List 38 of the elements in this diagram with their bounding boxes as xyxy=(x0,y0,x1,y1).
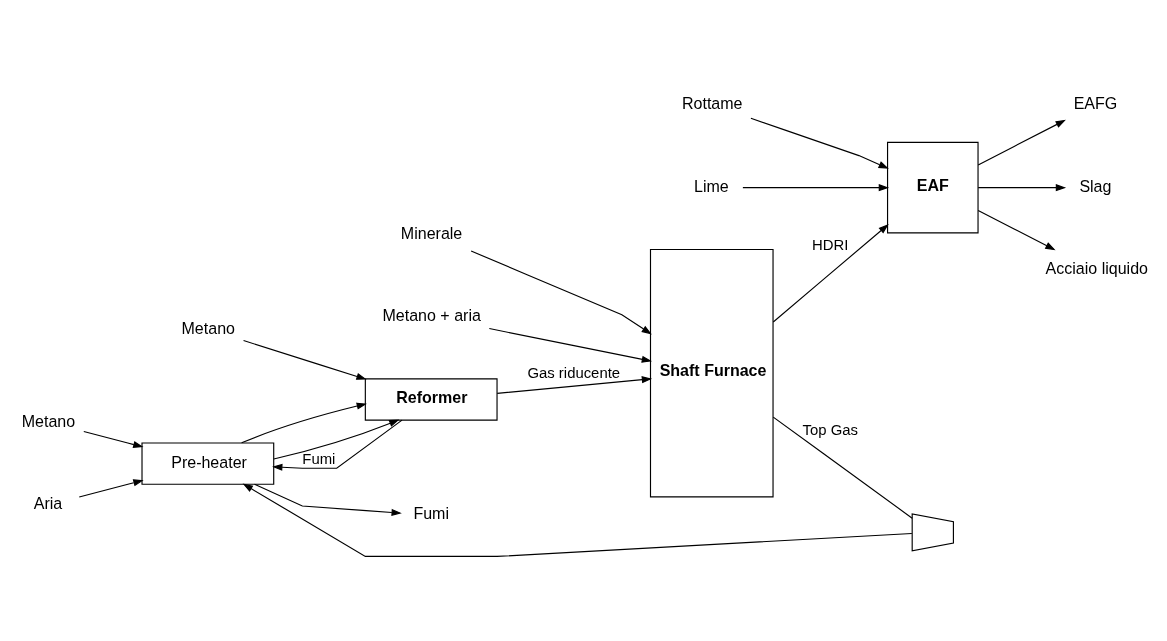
node-text: Lime xyxy=(694,176,729,195)
connector xyxy=(772,416,913,519)
node-text: Metano + aria xyxy=(382,306,481,325)
arrow xyxy=(78,479,144,498)
node-text: EAFG xyxy=(1073,94,1118,113)
edge-label: Top Gas xyxy=(802,422,858,439)
edge-label: Gas riducente xyxy=(527,365,621,382)
node-box: Shaft Furnace xyxy=(649,248,774,498)
node-box: EAF xyxy=(887,141,979,234)
node-text: Slag xyxy=(1079,176,1112,195)
node-text: Minerale xyxy=(400,223,463,242)
arrow xyxy=(470,250,652,335)
arrow xyxy=(977,119,1066,166)
node-trapezoid xyxy=(911,513,954,552)
arrow xyxy=(488,327,653,363)
node-text: Metano xyxy=(21,411,76,430)
node-box: Pre-heater xyxy=(141,442,275,485)
node-text: Rottame xyxy=(681,94,743,113)
arrow xyxy=(273,419,400,460)
edge-label: HDRI xyxy=(812,236,849,253)
arrow xyxy=(272,419,403,471)
arrow xyxy=(242,340,367,380)
arrow xyxy=(496,376,653,394)
arrow xyxy=(772,224,889,323)
arrow xyxy=(83,430,144,448)
arrow xyxy=(254,483,402,517)
arrow xyxy=(750,117,889,169)
edge-label: Fumi xyxy=(302,451,336,468)
arrow xyxy=(977,209,1056,251)
arrow xyxy=(977,184,1067,192)
node-text: Acciaio liquido xyxy=(1045,259,1148,278)
arrow xyxy=(241,402,367,444)
node-text: Fumi xyxy=(413,504,450,523)
arrow xyxy=(242,483,913,557)
arrow xyxy=(742,184,890,192)
node-text: Metano xyxy=(181,318,235,337)
node-box: Reformer xyxy=(364,378,498,421)
node-text: Aria xyxy=(33,494,63,513)
